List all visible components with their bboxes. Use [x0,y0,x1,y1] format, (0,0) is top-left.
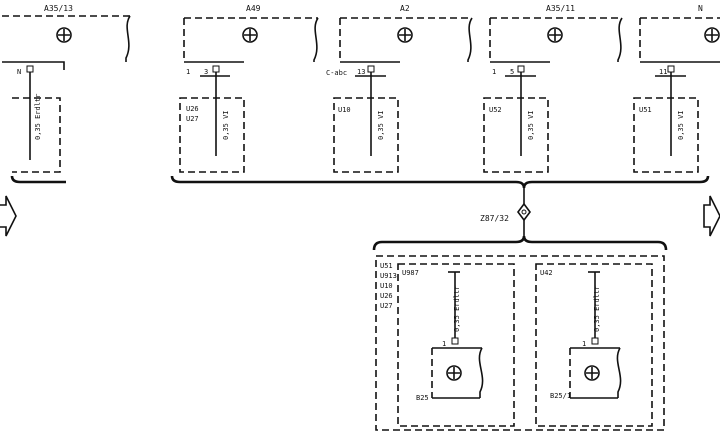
ground-symbol-icon [547,27,563,43]
component-a35-13[interactable]: A35/13 N 0,35 Erdltr [2,4,131,173]
ground-symbol-icon [56,27,72,43]
lower-group[interactable]: U51 U913 U10 U26 U27 U987 0,35 Erdltr 1 … [375,255,665,431]
ground-symbol-icon [397,27,413,43]
component-a35-11[interactable]: A35/11 1 5 0,35 VI U52 [483,4,623,173]
group-list-item: U10 [380,282,393,290]
lower-bracket [372,235,668,251]
box-label-u26: U26 [186,105,199,113]
svg-text:C-abc: C-abc [326,69,347,77]
component-label-a35-13: A35/13 [44,4,73,13]
next-page-arrow-icon[interactable] [703,195,720,237]
sub-box-label: U42 [540,269,553,277]
connector-z87-32[interactable]: Z87/32 [480,188,531,236]
prev-page-arrow-icon[interactable] [0,195,17,237]
device-label-b25: B25 [416,394,429,402]
box-label-u52: U52 [489,106,502,114]
ground-symbol-icon [242,27,258,43]
svg-text:1: 1 [186,68,190,76]
sensor-symbol-icon [584,365,600,381]
bus-bracket-left [10,175,66,184]
pin-label-sub-a: 1 [442,340,446,348]
component-a49[interactable]: A49 1 3 0,35 VI U26 U27 [179,4,319,173]
box-label-u27: U27 [186,115,199,123]
component-a2[interactable]: A2 C-abc 13 0,35 VI U10 [326,4,473,173]
group-list-item: U27 [380,302,393,310]
component-label-a2: A2 [400,4,410,13]
sub-group-u42[interactable]: U42 0,35 Erdltr 1 B25/1 [535,263,653,427]
pin-label-sub-b: 1 [582,340,586,348]
wire-label-a49: 0,35 VI [222,110,230,140]
pin-label-a49: 3 [204,68,208,76]
wire-label-n: 0,35 VI [677,110,685,140]
ground-symbol-icon [704,27,720,43]
device-label-b25-1: B25/1 [550,392,571,400]
component-label-n: N [698,4,703,13]
box-label-u10: U10 [338,106,351,114]
pin-label-n: 11 [659,68,667,76]
sub-box-label: U987 [402,269,419,277]
wire-label-a35-13: 0,35 Erdltr [34,94,42,140]
pin-label-a35-11: 5 [510,68,514,76]
wire-label-sub-b: 0,35 Erdltr [593,286,601,332]
bus-bracket [170,175,710,189]
group-list-item: U26 [380,292,393,300]
wire-label-a2: 0,35 VI [377,110,385,140]
wire-label-a35-11: 0,35 VI [527,110,535,140]
sensor-symbol-icon [446,365,462,381]
sub-group-u987[interactable]: U987 0,35 Erdltr 1 B25 [397,263,515,427]
component-label-a35-11: A35/11 [546,4,575,13]
pin-label-a35-13: N [17,68,21,76]
connector-label: Z87/32 [480,214,509,223]
group-list-item: U51 [380,262,393,270]
box-label-u51: U51 [639,106,652,114]
pin-label-a2: 13 [357,68,365,76]
wire-label-sub-a: 0,35 Erdltr [453,286,461,332]
component-label-a49: A49 [246,4,261,13]
group-list-item: U913 [380,272,397,280]
component-n[interactable]: N 11 0,35 VI U51 [633,4,720,173]
connector-diamond-icon [517,202,531,222]
svg-text:1: 1 [492,68,496,76]
